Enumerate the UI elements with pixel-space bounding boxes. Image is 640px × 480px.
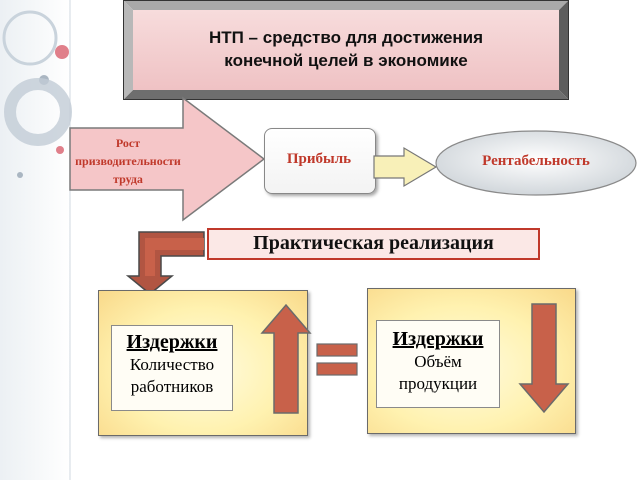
productivity-label-3: труда	[113, 172, 143, 186]
equals-sign	[316, 343, 358, 376]
practical-label: Практическая реализация	[253, 232, 494, 254]
profit-box	[264, 128, 376, 194]
profitability-ellipse	[435, 130, 637, 196]
practical-box	[207, 228, 540, 260]
profit-label: Прибыль	[286, 151, 352, 167]
title-line-1: НТП – средство для достижения	[208, 28, 484, 47]
down-arrow	[518, 303, 570, 414]
left-line-2: работников	[130, 377, 214, 396]
right-line-1: Объём	[414, 352, 462, 371]
right-heading: Издержки	[392, 328, 484, 350]
left-info-box	[111, 325, 233, 411]
decorative-circles	[0, 0, 72, 480]
right-line-2: продукции	[398, 374, 478, 393]
productivity-label-2: призводительности	[75, 154, 181, 168]
title-box	[123, 0, 569, 100]
left-line-1: Количество	[129, 355, 215, 374]
profitability-label: Рентабельность	[482, 153, 590, 169]
productivity-arrow	[69, 96, 266, 222]
up-arrow	[260, 303, 312, 414]
right-info-box	[376, 320, 500, 408]
title-line-2: конечной целей в экономике	[224, 51, 468, 70]
productivity-label-1: Рост	[115, 136, 141, 150]
bent-arrow	[126, 231, 205, 295]
left-heading: Издержки	[126, 331, 218, 353]
profit-to-profitability-arrow	[373, 146, 438, 188]
